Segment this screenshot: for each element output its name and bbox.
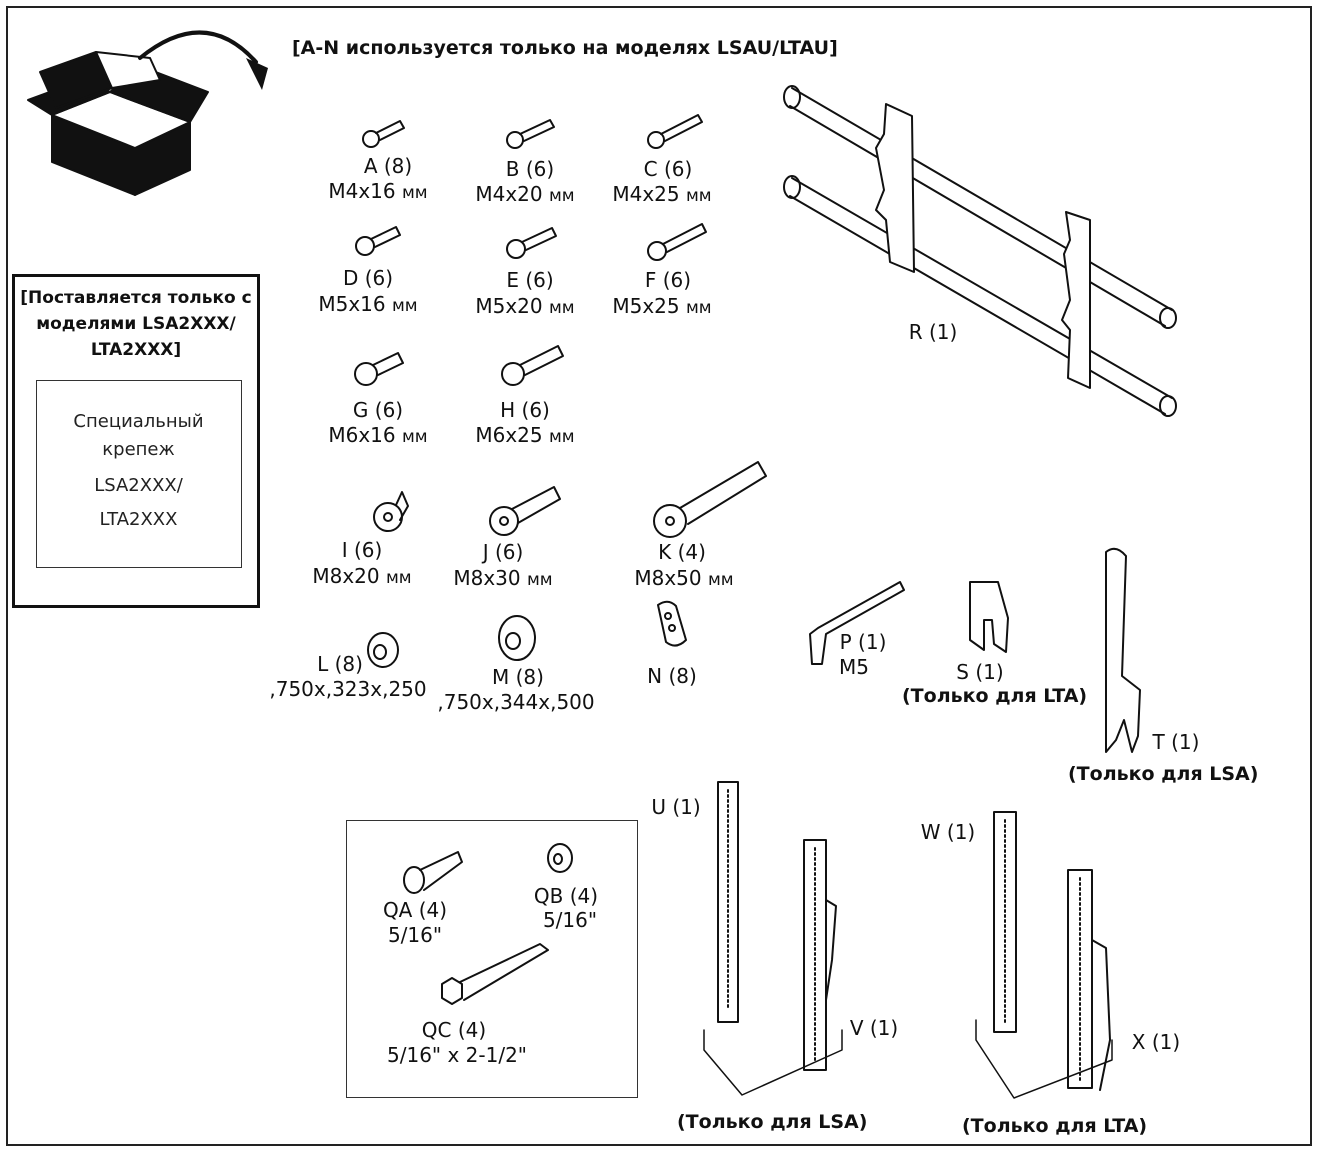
spacer-m-icon bbox=[498, 615, 536, 661]
washer-qb-icon bbox=[547, 843, 573, 873]
screw-f-label: F (6) bbox=[644, 268, 692, 292]
note-inner-box: Специальный крепеж LSA2XXX/ LTA2XXX bbox=[36, 380, 242, 568]
screw-k-size: M8x50 мм bbox=[634, 566, 734, 590]
screw-i-size: M8x20 мм bbox=[312, 564, 412, 588]
screw-i-label: I (6) bbox=[341, 538, 383, 562]
anchor-qa-label: QA (4) bbox=[382, 898, 448, 922]
screw-j-size: M8x30 мм bbox=[453, 566, 553, 590]
spacer-l-icon bbox=[367, 632, 399, 668]
arm-v-label: V (1) bbox=[849, 1016, 899, 1040]
screw-h-size: M6x25 мм bbox=[475, 423, 575, 447]
screw-b-size: M4x20 мм bbox=[475, 182, 575, 206]
screw-h-label: H (6) bbox=[500, 398, 550, 422]
washer-qb-label: QB (4) bbox=[533, 884, 599, 908]
screw-g-size: M6x16 мм bbox=[328, 423, 428, 447]
clip-n-icon bbox=[657, 600, 687, 647]
screw-f-icon bbox=[647, 223, 707, 261]
spacer-m-size: ,750x,344x,500 bbox=[437, 690, 595, 714]
spacer-m-label: M (8) bbox=[492, 665, 544, 689]
box-icon bbox=[27, 51, 209, 196]
screw-k-icon bbox=[653, 461, 767, 538]
arm-u-label: U (1) bbox=[651, 795, 701, 819]
bracket-s-label: S (1) bbox=[956, 660, 1004, 684]
note-line: LTA2XXX bbox=[99, 509, 178, 530]
screw-c-icon bbox=[647, 114, 703, 149]
screw-a-size: M4x16 мм bbox=[328, 179, 428, 203]
note-line: крепеж bbox=[102, 439, 175, 460]
screw-f-size: M5x25 мм bbox=[612, 294, 712, 318]
arm-u-icon bbox=[717, 781, 739, 1023]
screw-j-label: J (6) bbox=[482, 540, 524, 564]
screw-a-label: A (8) bbox=[363, 154, 413, 178]
rail-r-label: R (1) bbox=[908, 320, 958, 344]
arms-uv-note: (Только для LSA) bbox=[677, 1111, 868, 1133]
arm-w-label: W (1) bbox=[920, 820, 976, 844]
screw-e-icon bbox=[506, 227, 557, 259]
screw-a-icon bbox=[362, 120, 405, 148]
hex-key-p-icon bbox=[809, 581, 905, 665]
note-line: Специальный bbox=[73, 411, 204, 432]
screw-g-icon bbox=[354, 352, 404, 386]
hex-key-p-label: P (1) bbox=[839, 630, 887, 654]
spacer-l-size: ,750x,323x,250 bbox=[269, 677, 427, 701]
screw-h-icon bbox=[501, 345, 564, 386]
screw-j-icon bbox=[489, 486, 561, 536]
screw-k-label: K (4) bbox=[658, 540, 706, 564]
lag-bolt-qc-icon bbox=[441, 943, 549, 1005]
note-box: [Поставляется только с моделями LSA2XXX/… bbox=[12, 274, 260, 608]
spacer-l-label: L (8) bbox=[317, 652, 363, 676]
arm-w-icon bbox=[993, 811, 1017, 1033]
lag-bolt-qc-size: 5/16" x 2-1/2" bbox=[387, 1043, 527, 1067]
wrench-t-icon bbox=[1105, 547, 1141, 753]
screw-g-label: G (6) bbox=[352, 398, 404, 422]
hardware-q-box bbox=[346, 820, 638, 1098]
arm-x-icon bbox=[1067, 869, 1111, 1091]
arm-v-icon bbox=[803, 839, 837, 1071]
page-title: [A-N используется только на моделях LSAU… bbox=[292, 37, 838, 59]
screw-i-icon bbox=[373, 491, 409, 532]
anchor-qa-size: 5/16" bbox=[387, 923, 443, 947]
screw-d-icon bbox=[355, 226, 401, 256]
screw-c-size: M4x25 мм bbox=[612, 182, 712, 206]
page-frame bbox=[6, 6, 1312, 1146]
lag-bolt-qc-label: QC (4) bbox=[421, 1018, 487, 1042]
arm-x-label: X (1) bbox=[1131, 1030, 1181, 1054]
wrench-t-label: T (1) bbox=[1152, 730, 1200, 754]
screw-d-size: M5x16 мм bbox=[318, 292, 418, 316]
screw-c-label: C (6) bbox=[643, 157, 693, 181]
note-title: [Поставляется только с моделями LSA2XXX/… bbox=[20, 288, 252, 360]
hex-key-p-size: M5 bbox=[839, 655, 869, 679]
clip-n-label: N (8) bbox=[647, 664, 697, 688]
screw-e-label: E (6) bbox=[506, 268, 554, 292]
washer-qb-size: 5/16" bbox=[542, 908, 598, 932]
note-line: LSA2XXX/ bbox=[94, 475, 183, 496]
screw-d-label: D (6) bbox=[342, 266, 394, 290]
screw-b-label: B (6) bbox=[505, 157, 555, 181]
arms-wx-note: (Только для LTA) bbox=[962, 1115, 1148, 1137]
screw-b-icon bbox=[506, 119, 555, 149]
wrench-t-note: (Только для LSA) bbox=[1068, 763, 1259, 785]
anchor-qa-icon bbox=[403, 851, 463, 894]
arrow-icon bbox=[138, 30, 258, 64]
bracket-s-note: (Только для LTA) bbox=[902, 685, 1088, 707]
bracket-s-icon bbox=[969, 581, 1009, 653]
rail-r-icon bbox=[783, 85, 1177, 417]
screw-e-size: M5x20 мм bbox=[475, 294, 575, 318]
